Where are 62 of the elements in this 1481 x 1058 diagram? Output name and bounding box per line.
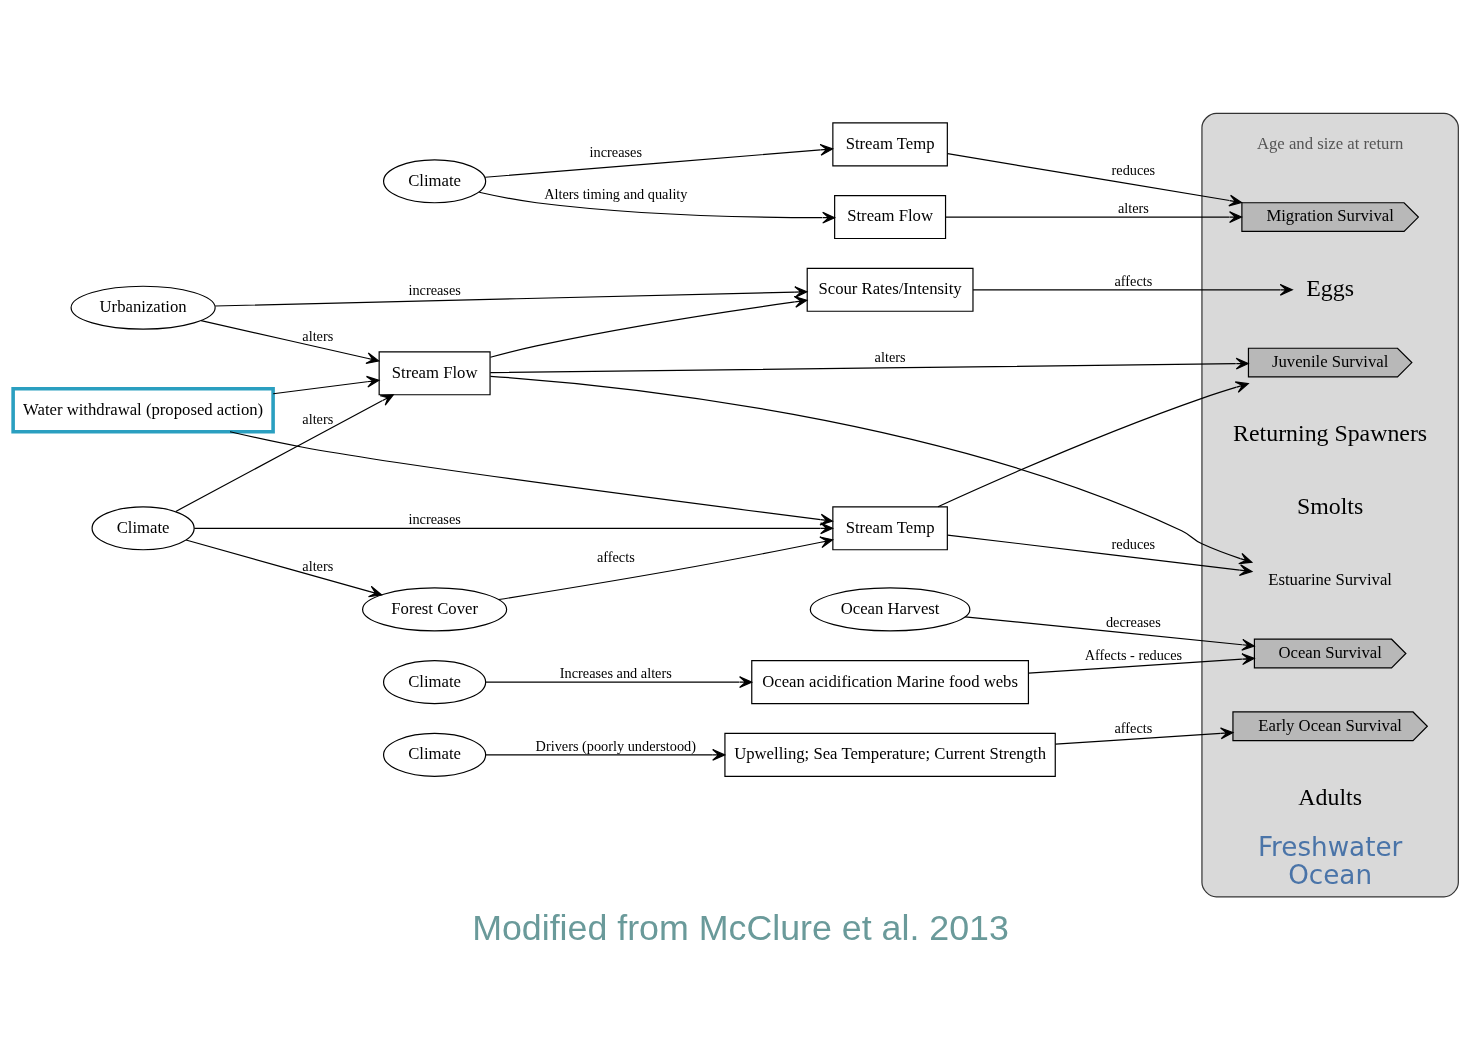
edge-label: reduces [1111,161,1156,178]
edge-label: affects [1114,719,1153,736]
arrow [485,748,726,761]
arrow [478,191,836,224]
arrow [947,533,1253,576]
node-ellipse: Climate [383,659,487,704]
arrow [945,210,1243,223]
arrow [185,538,383,597]
arrow [937,380,1249,507]
edge-label: alters [302,557,334,574]
arrow [498,535,834,600]
edge-label: increases [589,143,643,160]
edge-label: Drivers (poorly understood) [535,737,697,754]
arrow [175,393,394,512]
node-box: Stream Flow [834,194,947,239]
edge-label: decreases [1105,613,1161,630]
edge-label: Affects - reduces [1084,646,1183,663]
node-text: Estuarine Survival [1268,569,1393,589]
node-text: Smolts [1297,492,1364,519]
node-box: Water withdrawal (proposed action) [11,386,275,433]
node-box: Stream Temp [832,505,948,550]
edge-label: alters [302,327,334,344]
node-box: Stream Temp [832,121,948,166]
edge-label: affects [596,548,635,565]
node-box: Stream Flow [378,350,491,395]
edge-label: Alters timing and quality [544,185,688,202]
label: Age and size at return [1256,133,1404,153]
node-ellipse: Ocean Harvest [809,586,971,631]
edge-label: increases [408,281,461,298]
node-text: Adults [1298,783,1362,810]
arrow [200,319,380,364]
arrow [214,285,808,307]
node-box: Ocean acidification Marine food webs [751,659,1030,704]
caption: Modified from McClure et al. 2013 [472,907,1009,948]
edge-label: alters [1117,199,1149,216]
arrow [484,143,834,178]
node-ellipse: Climate [383,732,487,777]
arrow [489,375,1253,564]
node-box: Scour Rates/Intensity [806,267,974,312]
node-ellipse: Urbanization [70,285,216,330]
arrow [193,521,834,534]
arrow [964,615,1255,651]
arrow [272,375,380,394]
arrow [972,283,1293,296]
arrow [1027,652,1255,674]
arrow [489,295,808,358]
arrow [229,430,834,526]
edge-label: Increases and alters [559,664,672,681]
node-text: Returning Spawners [1233,419,1428,446]
arrow [489,357,1249,373]
edge-label: alters [874,348,906,365]
arrow [485,675,753,688]
edge-label: alters [302,410,334,427]
node-box: Upwelling; Sea Temperature; Current Strength [724,732,1056,777]
edge-label: affects [1114,272,1153,289]
arrow [1054,726,1234,745]
edge-label: reduces [1111,535,1156,552]
node-ellipse: Climate [383,158,487,203]
node-text: Eggs [1306,274,1354,301]
arrow [947,152,1243,206]
edge-label: increases [408,510,461,527]
node-ellipse: Climate [91,505,195,550]
